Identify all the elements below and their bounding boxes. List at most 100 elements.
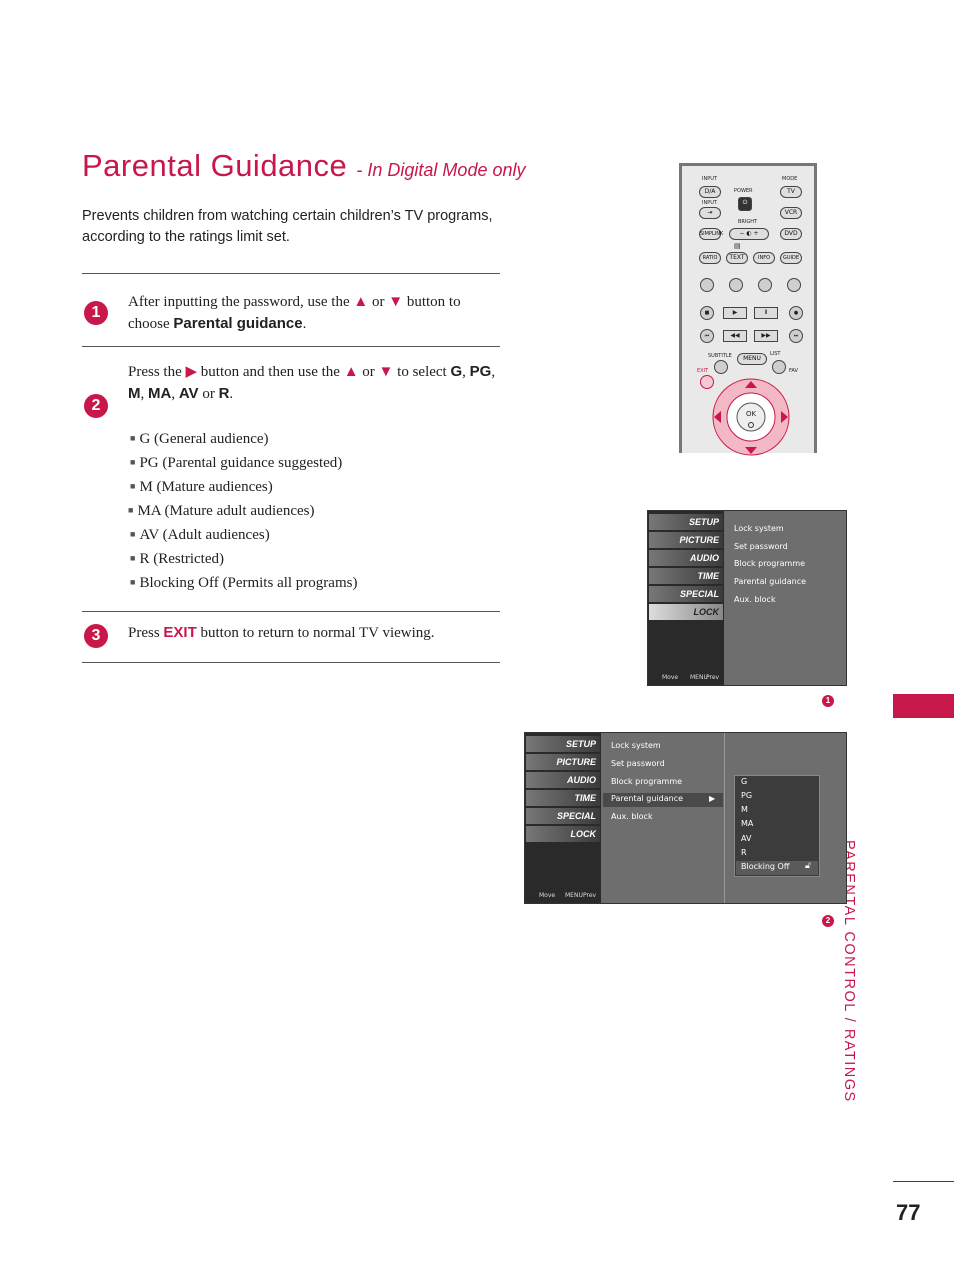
step-2-text: Press the ▶ button and then use the ▲ or… (128, 363, 496, 402)
menu-tab-time[interactable]: TIME (649, 568, 723, 584)
step-3-text: Press EXIT button to return to normal TV… (128, 622, 498, 644)
prev-hint: Prev (583, 892, 597, 899)
text-button[interactable]: TEXT (726, 252, 748, 264)
rating-option[interactable]: G (741, 777, 748, 786)
guide-button[interactable]: GUIDE (780, 252, 802, 264)
menu-tab-setup[interactable]: SETUP (526, 736, 600, 752)
menu-hint: MENU (565, 892, 583, 899)
option-item: R (Restricted) (130, 551, 224, 568)
menu-item-parental-guidance[interactable]: Parental guidance (611, 794, 684, 803)
menu-item-lock-system[interactable]: Lock system (611, 741, 661, 750)
rating-option[interactable]: M (741, 805, 748, 814)
fav-label: FAV (789, 368, 798, 374)
ratio-button[interactable]: RATIO (699, 252, 721, 264)
down-arrow-icon: ▼ (378, 364, 394, 380)
list-button[interactable] (772, 360, 786, 374)
page-title: Parental Guidance - In Digital Mode only (82, 148, 525, 184)
menu-tab-picture[interactable]: PICTURE (649, 532, 723, 548)
menu-tab-audio[interactable]: AUDIO (649, 550, 723, 566)
prev-hint: Prev (706, 674, 720, 681)
selected-row-highlight (603, 793, 723, 807)
menu-item-set-password[interactable]: Set password (611, 759, 665, 768)
menu-item-parental-guidance[interactable]: Parental guidance (734, 577, 807, 586)
exit-button[interactable] (700, 375, 714, 389)
rating-option[interactable]: R (741, 848, 747, 857)
down-arrow-icon: ▼ (388, 294, 404, 310)
dpad-icon[interactable] (711, 378, 791, 456)
selected-rating-highlight (736, 861, 818, 875)
exit-label: EXIT (697, 368, 709, 374)
menu-tab-special[interactable]: SPECIAL (526, 808, 600, 824)
rating-r: R (218, 385, 230, 402)
footer-rule (893, 1181, 954, 1182)
record-icon[interactable]: ● (789, 306, 803, 320)
menu-tab-time[interactable]: TIME (526, 790, 600, 806)
divider (82, 273, 500, 274)
stop-icon[interactable]: ■ (700, 306, 714, 320)
rating-g: G (450, 363, 463, 380)
ratings-popup: G PG M MA AV R Blocking Off 🔓︎ (734, 775, 820, 877)
simplink-button[interactable]: SIMPLINK (699, 228, 723, 240)
step-1-part: button to choose (128, 294, 461, 332)
menu-tab-lock[interactable]: LOCK (649, 604, 723, 620)
color-button[interactable] (700, 278, 714, 292)
play-icon[interactable]: ▶ (723, 307, 747, 319)
color-button[interactable] (758, 278, 772, 292)
power-label: POWER (734, 188, 753, 194)
menu-tab-setup[interactable]: SETUP (649, 514, 723, 530)
skip-forward-icon[interactable]: ⏭ (789, 329, 803, 343)
power-icon[interactable]: ⏻ (738, 197, 752, 211)
subtitle-button[interactable] (714, 360, 728, 374)
menu-tab-picture[interactable]: PICTURE (526, 754, 600, 770)
skip-back-icon[interactable]: ⏮ (700, 329, 714, 343)
rewind-icon[interactable]: ◀◀ (723, 330, 747, 342)
menu-item-block-programme[interactable]: Block programme (611, 777, 683, 786)
unlock-icon: 🔓︎ (805, 861, 811, 871)
page-number: 77 (896, 1200, 921, 1225)
menu-item-lock-system[interactable]: Lock system (734, 524, 784, 533)
rating-av: AV (178, 385, 199, 402)
color-button[interactable] (729, 278, 743, 292)
fast-forward-icon[interactable]: ▶▶ (754, 330, 778, 342)
plus-label: + (753, 230, 759, 237)
menu-tab-lock[interactable]: LOCK (526, 826, 600, 842)
menu-item-set-password[interactable]: Set password (734, 542, 788, 551)
step-2-or2: or (202, 386, 215, 402)
menu-sidebar: SETUP PICTURE AUDIO TIME SPECIAL LOCK Mo… (525, 733, 601, 903)
step-3-part: Press (128, 625, 160, 641)
osd-menu-parental: SETUP PICTURE AUDIO TIME SPECIAL LOCK Mo… (524, 732, 847, 904)
brightness-control[interactable]: − ◐ + (729, 228, 769, 240)
screen-marker-1: 1 (822, 695, 834, 707)
step-2-end: . (229, 386, 234, 402)
color-button[interactable] (787, 278, 801, 292)
rating-option-blocking-off[interactable]: Blocking Off (741, 862, 790, 871)
menu-button[interactable]: MENU (737, 353, 767, 365)
step-1-or: or (371, 294, 385, 310)
step-1-part: After inputting the password, use the (128, 294, 350, 310)
caption-icon: ▤ (734, 242, 741, 250)
divider (82, 346, 500, 347)
rating-option[interactable]: PG (741, 791, 753, 800)
pause-icon[interactable]: Ⅱ (754, 307, 778, 319)
da-button[interactable]: D/A (699, 186, 721, 198)
option-item: G (General audience) (130, 431, 268, 448)
dvd-button[interactable]: DVD (780, 228, 802, 240)
step-number-1: 1 (84, 301, 108, 325)
option-item: AV (Adult audiences) (130, 527, 269, 544)
input-button[interactable]: ⇥ (699, 207, 721, 219)
remote-control: INPUT MODE D/A POWER ⏻ TV INPUT ⇥ VCR BR… (679, 163, 817, 456)
menu-item-block-programme[interactable]: Block programme (734, 559, 806, 568)
menu-tab-audio[interactable]: AUDIO (526, 772, 600, 788)
vcr-button[interactable]: VCR (780, 207, 802, 219)
menu-tab-special[interactable]: SPECIAL (649, 586, 723, 602)
rating-option[interactable]: AV (741, 834, 752, 843)
info-button[interactable]: INFO (753, 252, 775, 264)
menu-sidebar: SETUP PICTURE AUDIO TIME SPECIAL LOCK Mo… (648, 511, 724, 685)
rating-option[interactable]: MA (741, 819, 754, 828)
title-text: Parental Guidance (82, 148, 348, 183)
menu-item-aux-block[interactable]: Aux. block (734, 595, 776, 604)
menu-item-aux-block[interactable]: Aux. block (611, 812, 653, 821)
minus-label: − (739, 230, 745, 237)
tv-button[interactable]: TV (780, 186, 802, 198)
up-arrow-icon: ▲ (353, 294, 369, 310)
